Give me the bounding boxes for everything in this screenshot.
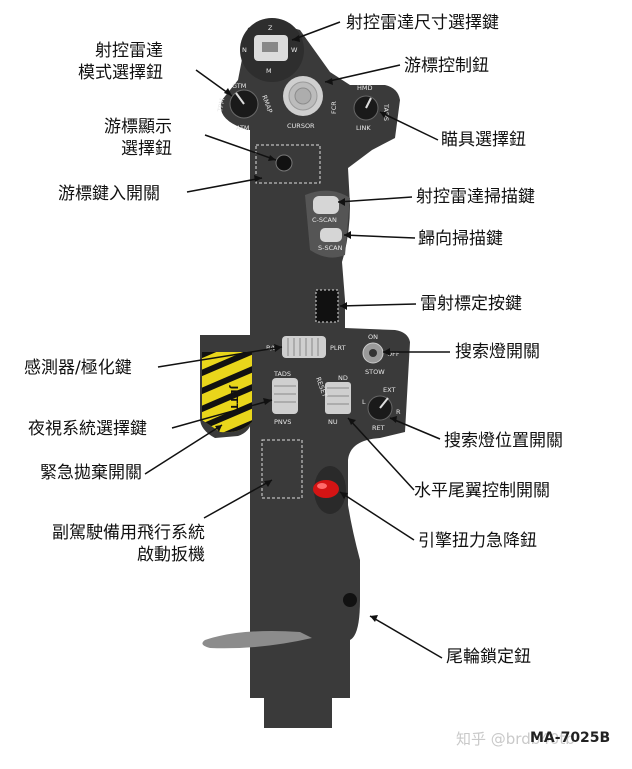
engine-chop-button[interactable]: [313, 480, 339, 498]
label-laser-designate-button: 雷射標定按鍵: [420, 293, 522, 315]
svg-text:W: W: [291, 46, 298, 54]
label-cursor-control: 游標控制鈕: [404, 55, 489, 77]
sensor-polarity-switch[interactable]: [282, 336, 326, 358]
tailwheel-lock-button[interactable]: [343, 593, 357, 607]
label-sensor-polarity-switch: 感測器/極化鍵: [24, 357, 132, 379]
svg-text:S-SCAN: S-SCAN: [318, 244, 343, 252]
return-scan-switch[interactable]: [320, 228, 342, 242]
label-cursor-enter-switch: 游標鍵入開關: [58, 183, 160, 205]
svg-text:M: M: [266, 67, 272, 75]
svg-text:GTM: GTM: [232, 82, 246, 90]
svg-text:L: L: [362, 398, 366, 406]
svg-text:ND: ND: [338, 374, 348, 382]
label-return-scan-switch: 歸向掃描鍵: [418, 228, 503, 250]
jett-marking: JETT: [228, 385, 239, 411]
label-fcr-scan-switch: 射控雷達掃描鍵: [416, 186, 535, 208]
svg-text:LINK: LINK: [356, 124, 371, 132]
svg-text:ATM: ATM: [236, 124, 250, 132]
svg-text:R: R: [396, 408, 401, 416]
svg-text:CURSOR: CURSOR: [287, 122, 315, 130]
svg-text:NU: NU: [328, 418, 338, 426]
svg-text:TADS: TADS: [273, 370, 291, 378]
svg-text:ON: ON: [368, 333, 378, 341]
svg-text:C-SCAN: C-SCAN: [312, 216, 337, 224]
stabilator-control-switch[interactable]: [325, 382, 351, 414]
laser-designate-button[interactable]: [316, 290, 338, 322]
label-searchlight-switch: 搜索燈開關: [455, 341, 540, 363]
label-cursor-display-switch: 游標顯示 選擇鈕: [104, 116, 172, 160]
label-engine-chop-button: 引擎扭力急降鈕: [418, 530, 537, 552]
svg-text:PLRT: PLRT: [330, 344, 346, 352]
cursor-display-button[interactable]: [276, 155, 292, 171]
night-vision-select-switch[interactable]: [272, 378, 298, 414]
svg-text:Z: Z: [268, 24, 273, 32]
svg-text:RET: RET: [372, 424, 385, 432]
label-sight-select-switch: 瞄具選擇鈕: [441, 129, 526, 151]
figure-code: MA-7025B: [530, 730, 610, 746]
fcr-scan-switch[interactable]: [313, 196, 339, 214]
label-emergency-jettison: 緊急拋棄開關: [40, 462, 142, 484]
label-stabilator-control: 水平尾翼控制開關: [414, 480, 550, 502]
label-fcr-size-switch: 射控雷達尺寸選擇鍵: [346, 12, 499, 34]
svg-text:EXT: EXT: [383, 386, 395, 394]
svg-text:FCR: FCR: [330, 101, 338, 114]
label-tailwheel-lock-button: 尾輪鎖定鈕: [446, 646, 531, 668]
label-backup-flight-control: 副駕駛備用飛行系統 啟動扳機: [52, 522, 205, 566]
label-fcr-mode-switch: 射控雷達 模式選擇鈕: [78, 40, 163, 84]
svg-text:STOW: STOW: [365, 368, 385, 376]
svg-text:PNVS: PNVS: [274, 418, 291, 426]
svg-text:N: N: [242, 46, 247, 54]
svg-text:HMD: HMD: [357, 84, 373, 92]
label-night-vision-select: 夜視系統選擇鍵: [28, 418, 147, 440]
label-searchlight-position: 搜索燈位置開關: [444, 430, 563, 452]
